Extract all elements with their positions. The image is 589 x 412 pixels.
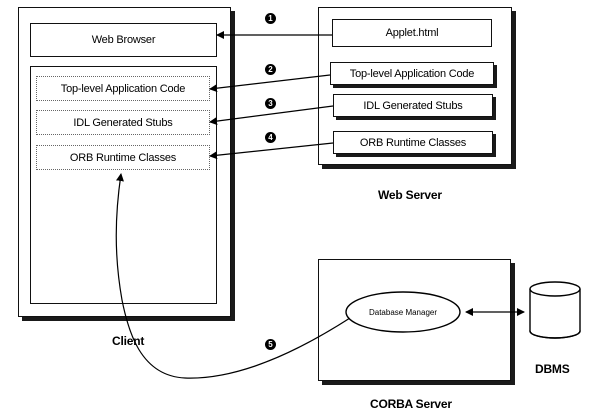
step-badge-3: 3 [265,98,276,109]
step-badge-4: 4 [265,132,276,143]
server-app-code-label: Top-level Application Code [349,67,475,80]
dbms-label: DBMS [535,362,570,376]
corba-server-label: CORBA Server [370,397,452,411]
step-badge-2: 2 [265,64,276,75]
applet-html-label: Applet.html [385,27,439,39]
server-idl-stubs-label: IDL Generated Stubs [363,99,463,112]
server-orb-classes-box: ORB Runtime Classes [333,131,493,154]
client-web-browser-label: Web Browser [91,34,156,46]
arrow-step-5 [115,173,351,379]
server-idl-stubs-box: IDL Generated Stubs [333,94,493,117]
client-app-code-label: Top-level Application Code [60,82,186,95]
applet-html-box: Applet.html [332,19,492,47]
step-badge-1: 1 [265,13,276,24]
client-app-code-box: Top-level Application Code [36,76,210,101]
database-manager-ellipse [345,291,461,333]
server-orb-classes-label: ORB Runtime Classes [359,136,467,149]
database-manager-label: Database Manager [369,308,437,317]
dbms-cylinder-icon [529,281,581,339]
arrow-step-3 [209,105,334,126]
client-idl-stubs-label: IDL Generated Stubs [73,116,173,129]
client-orb-classes-label: ORB Runtime Classes [69,151,177,164]
client-orb-classes-box: ORB Runtime Classes [36,145,210,170]
server-app-code-box: Top-level Application Code [330,62,494,85]
arrow-step-2 [209,74,331,93]
client-inner-panel [30,66,217,304]
web-server-label: Web Server [378,188,442,202]
arrow-step-4 [209,142,334,160]
client-web-browser-box: Web Browser [30,23,217,57]
step-badge-5: 5 [265,339,276,350]
client-idl-stubs-box: IDL Generated Stubs [36,110,210,135]
